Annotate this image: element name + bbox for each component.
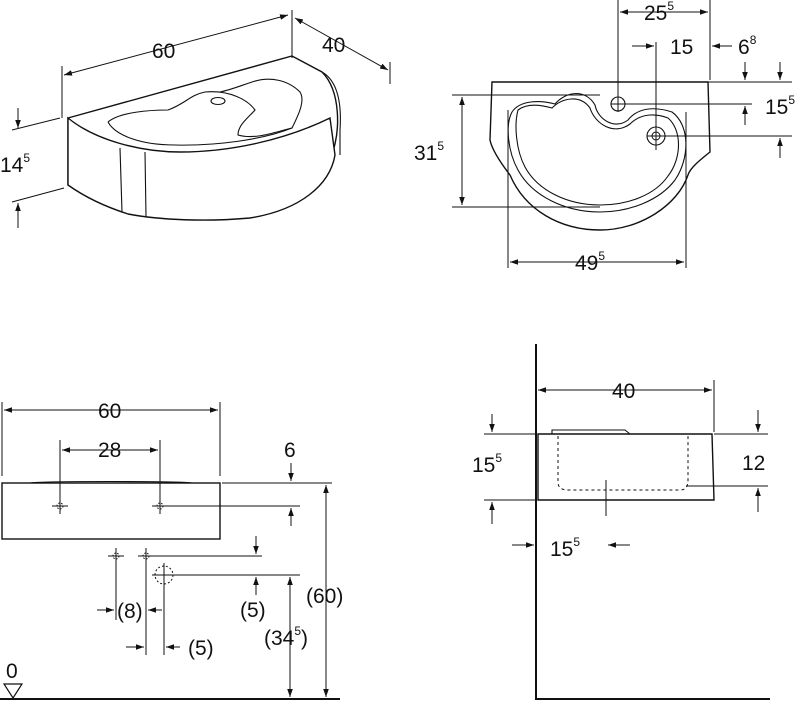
front-top-height-label: (60) xyxy=(306,585,343,608)
side-bowl-depth-label: 12 xyxy=(742,452,765,475)
front-drain-height-offset-label: (5) xyxy=(240,599,266,622)
top-tap-offset-label: 255 xyxy=(644,0,674,25)
perspective-width-label: 60 xyxy=(152,40,175,63)
side-depth-label: 40 xyxy=(612,380,635,403)
side-drain-offset-label: 155 xyxy=(550,535,580,561)
front-view: 60 28 6 (8) xyxy=(0,400,343,700)
mounting-hole-right xyxy=(152,498,168,514)
basin-front-outline xyxy=(1,482,221,540)
side-height-label: 155 xyxy=(472,451,502,477)
front-hole-depth-label: 6 xyxy=(284,439,296,462)
basin-perspective-outline xyxy=(67,55,341,221)
top-drain-offset-label: 15 xyxy=(670,36,693,59)
top-tap-depth-label: 155 xyxy=(765,93,795,119)
perspective-height-label: 145 xyxy=(0,151,30,177)
side-view: 40 155 12 155 xyxy=(472,344,770,700)
valve-left xyxy=(108,548,124,564)
top-depth-label: 315 xyxy=(414,139,444,165)
front-width-label: 60 xyxy=(98,400,121,423)
basin-top-outline xyxy=(489,81,711,231)
front-drain-height-label: (345) xyxy=(264,624,308,650)
front-valve-offset-label: (5) xyxy=(188,637,214,660)
perspective-depth-label: 40 xyxy=(322,34,345,57)
mounting-hole-left xyxy=(52,498,68,514)
top-edge-offset-label: 68 xyxy=(738,33,757,59)
tap-hole-perspective xyxy=(210,96,226,106)
top-view: 255 15 68 155 315 495 xyxy=(414,0,795,275)
floor-level-label: 0 xyxy=(6,660,18,683)
floor-level-symbol xyxy=(2,683,24,700)
perspective-view: 60 40 145 xyxy=(0,10,391,228)
basin-side-outline xyxy=(537,433,715,501)
front-valve-spacing-label: (8) xyxy=(117,600,143,623)
front-hole-spacing-label: 28 xyxy=(98,439,121,462)
valve-right xyxy=(138,548,154,564)
top-bowl-width-label: 495 xyxy=(575,249,605,275)
